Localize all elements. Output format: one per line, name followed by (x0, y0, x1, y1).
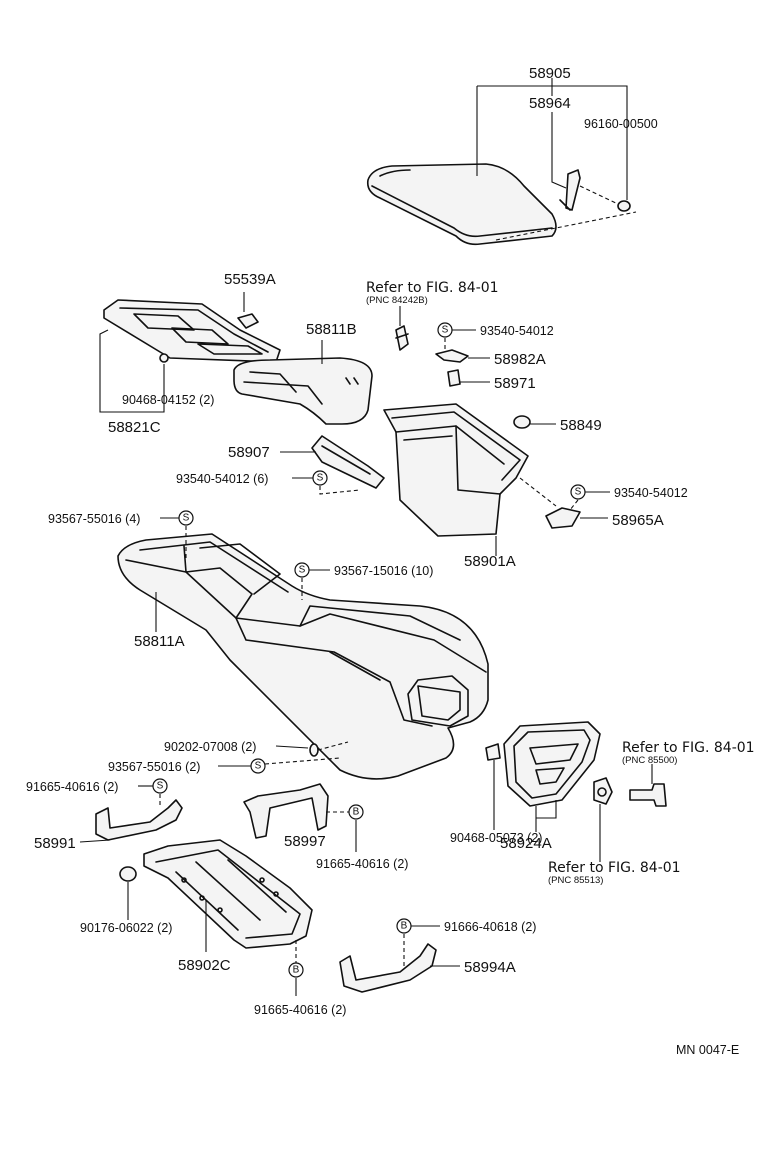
label-58971: 58971 (494, 375, 536, 392)
clip-ref-84242B (395, 325, 409, 351)
label-pnc-84242B: (PNC 84242B) (366, 295, 428, 306)
label-58991: 58991 (34, 835, 76, 852)
label-refer-fig-84-01-c: Refer to FIG. 84-01 (548, 860, 681, 876)
svg-text:S: S (183, 513, 190, 524)
symbol-s-93540-b: S (312, 470, 328, 486)
svg-text:B: B (293, 965, 300, 976)
bumper-96160 (617, 200, 631, 212)
label-96160-00500: 96160-00500 (584, 117, 658, 131)
label-91665-40616-c: 91665-40616 (2) (254, 1003, 346, 1017)
frame-58902C (143, 839, 313, 949)
knob-55539A (237, 313, 259, 329)
diagram-code: MN 0047-E (676, 1043, 739, 1057)
label-refer-fig-84-01-b: Refer to FIG. 84-01 (622, 740, 755, 756)
svg-text:B: B (353, 807, 360, 818)
label-58821C: 58821C (108, 419, 161, 436)
label-58924A: 58924A (500, 835, 552, 852)
label-pnc-85513: (PNC 85513) (548, 875, 603, 886)
svg-text:S: S (575, 487, 582, 498)
label-91665-40616-b: 91665-40616 (2) (316, 857, 408, 871)
label-58905: 58905 (529, 65, 571, 82)
bezel-58924A (503, 721, 601, 807)
label-93540-54012-c: 93540-54012 (614, 486, 688, 500)
label-58811A: 58811A (134, 633, 185, 650)
bracket-58982A (435, 349, 469, 363)
symbol-b-91665-b: B (348, 804, 364, 820)
armrest-lid-58905 (366, 163, 557, 246)
svg-text:S: S (317, 473, 324, 484)
label-90468-05073-2: 90468-05073 (2) (450, 831, 542, 845)
lighter-ref-85500 (629, 783, 667, 807)
svg-text:S: S (299, 565, 306, 576)
label-55539A: 55539A (224, 271, 276, 288)
label-93540-54012-a: 93540-54012 (480, 324, 554, 338)
clip-90468-b (485, 743, 501, 761)
symbol-b-91665-c: B (288, 962, 304, 978)
label-58994A: 58994A (464, 959, 516, 976)
label-90468-04152: 90468-04152 (2) (122, 393, 214, 407)
svg-text:S: S (157, 781, 164, 792)
tray-58821C (103, 299, 281, 363)
bracket-58997 (243, 783, 329, 839)
label-58964: 58964 (529, 95, 571, 112)
plug-58849 (513, 415, 531, 429)
label-58907: 58907 (228, 444, 270, 461)
label-pnc-85500: (PNC 85500) (622, 755, 677, 766)
label-93540-54012-6: 93540-54012 (6) (176, 472, 268, 486)
label-58902C: 58902C (178, 957, 231, 974)
svg-text:B: B (401, 921, 408, 932)
console-58811A (117, 533, 489, 780)
bracket-58991 (95, 799, 183, 841)
label-93567-55016-2: 93567-55016 (2) (108, 760, 200, 774)
label-refer-fig-84-01-a: Refer to FIG. 84-01 (366, 280, 499, 296)
label-91666-40618-2: 91666-40618 (2) (444, 920, 536, 934)
label-58901A: 58901A (464, 553, 516, 570)
label-93567-15016-10: 93567-15016 (10) (334, 564, 433, 578)
hinge-58964 (559, 169, 581, 211)
screw-90468-a (159, 353, 169, 363)
symbol-s-91665-a: S (152, 778, 168, 794)
cap-58971 (447, 369, 461, 387)
symbol-s-93567-b: S (294, 562, 310, 578)
socket-ref-85513 (593, 777, 613, 805)
symbol-s-93540-a: S (437, 322, 453, 338)
label-90202-07008-2: 90202-07008 (2) (164, 740, 256, 754)
label-58982A: 58982A (494, 351, 546, 368)
svg-text:S: S (255, 761, 262, 772)
washer-90202 (309, 743, 319, 757)
cover-58811B (233, 357, 373, 425)
label-58997: 58997 (284, 833, 326, 850)
label-58849: 58849 (560, 417, 602, 434)
box-58901A (383, 403, 529, 537)
label-90176-06022-2: 90176-06022 (2) (80, 921, 172, 935)
label-58811B: 58811B (306, 321, 357, 338)
plate-58907 (311, 435, 385, 489)
bracket-58994A (339, 943, 437, 993)
symbol-s-93567-a: S (178, 510, 194, 526)
label-91665-40616-a: 91665-40616 (2) (26, 780, 118, 794)
svg-text:S: S (442, 325, 449, 336)
clip-90176 (119, 866, 137, 882)
label-58965A: 58965A (612, 512, 664, 529)
symbol-s-93567-c: S (250, 758, 266, 774)
symbol-s-93540-c: S (570, 484, 586, 500)
label-93567-55016-4: 93567-55016 (4) (48, 512, 140, 526)
bracket-58965A (545, 507, 581, 529)
symbol-b-91666: B (396, 918, 412, 934)
